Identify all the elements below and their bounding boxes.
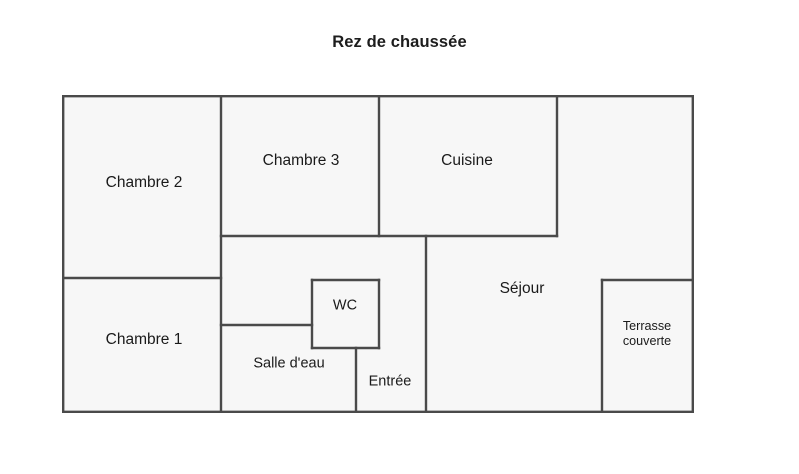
room-label-chambre-1: Chambre 1 [105,330,183,348]
room-label-sejour: Séjour [499,279,545,297]
floor-plan-svg [62,95,694,413]
outer-wall-group [62,95,694,413]
room-label-chambre-2: Chambre 2 [105,173,183,191]
room-label-entree: Entrée [368,373,412,390]
room-label-salle-d-eau: Salle d'eau [253,355,325,372]
room-label-wc: WC [332,297,358,314]
room-entree[interactable] [356,348,426,412]
page-title: Rez de chaussée [332,33,467,51]
room-label-cuisine: Cuisine [441,151,493,169]
room-label-terrasse-couverte: Terrasse couverte [622,319,672,348]
room-label-chambre-3: Chambre 3 [262,151,340,169]
room-salle-d-eau[interactable] [221,325,356,412]
room-chambre-1[interactable] [63,278,221,412]
room-cuisine[interactable] [379,96,557,236]
room-terrasse-couverte[interactable] [602,280,693,412]
room-chambre-3[interactable] [221,96,379,236]
room-chambre-2[interactable] [63,96,221,278]
inner-wall-group [62,95,694,413]
